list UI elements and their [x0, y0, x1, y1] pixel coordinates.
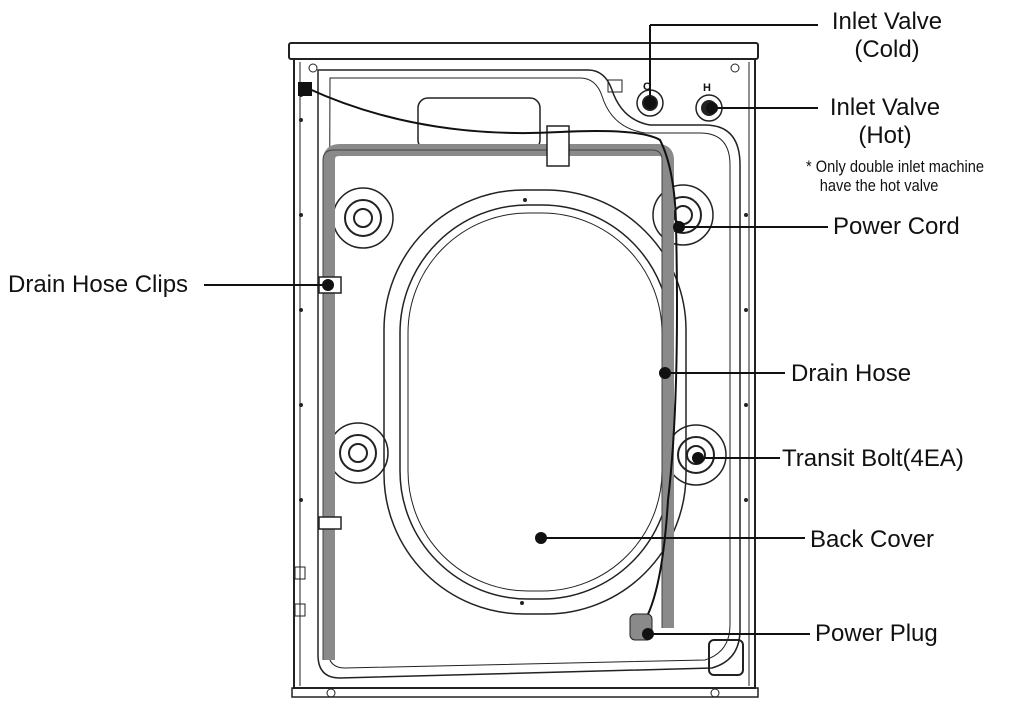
rear-panel-outline	[317, 69, 741, 679]
callout-dot-cold	[644, 97, 656, 109]
label-drain-hose: Drain Hose	[791, 360, 912, 387]
label-inlet-valve-hot-line2: (Hot)	[858, 122, 912, 149]
top-recess	[417, 97, 541, 151]
bottom-right-box	[708, 639, 744, 676]
callout-dot-clips	[322, 279, 334, 291]
label-power-cord: Power Cord	[833, 213, 960, 240]
label-hot-valve-note: * Only double inlet machine have the hot…	[806, 157, 984, 195]
drain-hose-clip-lower	[318, 516, 342, 530]
callout-dot-hot	[706, 102, 718, 114]
label-back-cover: Back Cover	[810, 526, 935, 553]
transit-bolt-bottom-left	[327, 422, 389, 484]
callout-dot-transit-bolt	[692, 452, 704, 464]
label-inlet-valve-hot-line1: Inlet Valve	[829, 94, 941, 121]
valve-mark-hot: H	[703, 82, 711, 94]
valve-mark-cold: C	[643, 81, 651, 93]
label-inlet-valve-hot: Inlet Valve (Hot)	[818, 94, 952, 150]
cord-anchor	[298, 82, 312, 96]
label-inlet-valve-cold-line2: (Cold)	[854, 36, 920, 63]
top-cap	[288, 42, 759, 60]
label-transit-bolt: Transit Bolt(4EA)	[782, 445, 964, 472]
base	[291, 687, 759, 698]
callout-dot-power-cord	[673, 221, 685, 233]
note-line2: have the hot valve	[819, 176, 939, 195]
label-inlet-valve-cold: Inlet Valve (Cold)	[820, 8, 954, 64]
back-cover-outer	[383, 189, 687, 615]
power-cord	[306, 87, 678, 629]
callout-dot-drain-hose	[659, 367, 671, 379]
callout-dot-back-cover	[535, 532, 547, 544]
label-power-plug: Power Plug	[815, 620, 938, 647]
hose-holder-top	[546, 125, 570, 167]
label-drain-hose-clips: Drain Hose Clips	[8, 271, 189, 298]
back-cover	[399, 204, 671, 600]
callout-dot-power-plug	[642, 628, 654, 640]
label-inlet-valve-cold-line1: Inlet Valve	[831, 8, 943, 35]
transit-bolt-top-left	[332, 187, 394, 249]
note-line1: * Only double inlet machine	[806, 157, 984, 176]
